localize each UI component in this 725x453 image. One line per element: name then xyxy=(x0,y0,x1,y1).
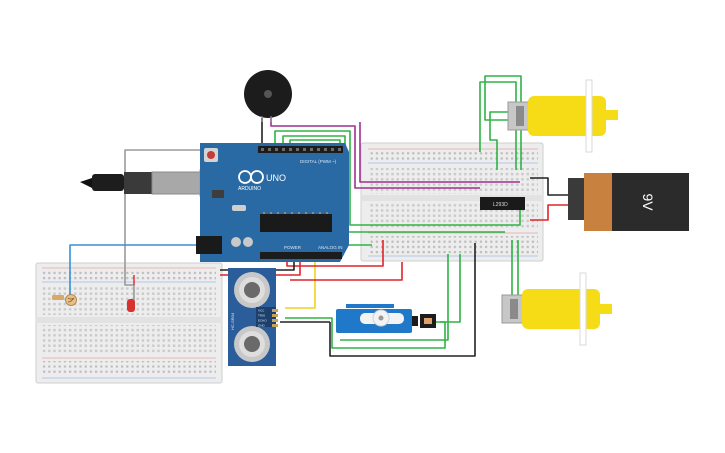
wire-green-2 xyxy=(282,135,505,233)
wire-blue xyxy=(69,244,204,300)
ultrasonic-pin-2: ECHO xyxy=(258,319,267,323)
wire-buzzer-magenta xyxy=(270,118,480,189)
wire-battery-black xyxy=(530,177,572,196)
breadboard-left xyxy=(35,262,223,384)
arduino-logo-icon xyxy=(238,170,264,184)
usb-cable xyxy=(80,169,221,197)
dc-motor-top xyxy=(507,79,618,153)
photoresistor xyxy=(52,294,77,306)
arduino-power-label: POWER xyxy=(284,245,302,250)
wire-green-servo xyxy=(440,254,461,323)
servo-motor xyxy=(336,304,436,333)
wires xyxy=(69,75,572,357)
wire-black-servo xyxy=(329,243,476,357)
wire-battery-red xyxy=(530,204,572,221)
arduino-uno: DIGITAL (PWM ~) UNO ARDUINO POWER ANALOG… xyxy=(196,143,349,262)
wire-red-servo xyxy=(290,262,403,281)
arduino-logo-text: ARDUINO xyxy=(238,186,261,192)
wire-green-servo-2 xyxy=(285,317,446,349)
ultrasonic-pin-0: VCC xyxy=(258,309,265,313)
ultrasonic-sensor: VCC TRIG ECHO GND HC-SR04 xyxy=(228,268,278,366)
ultrasonic-pin-3: GND xyxy=(258,324,266,328)
wire-green-1 xyxy=(274,130,521,226)
motor-driver-label: L293D xyxy=(493,202,508,208)
battery-9v: 9V xyxy=(568,173,689,231)
arduino-analog-label: ANALOG IN xyxy=(318,245,343,250)
wire-gray xyxy=(124,149,226,163)
motor-driver-chip: L293D xyxy=(480,197,525,210)
arduino-digital-label: DIGITAL (PWM ~) xyxy=(300,159,337,164)
wire-gray-down xyxy=(124,163,135,300)
arduino-brand: UNO xyxy=(266,173,286,183)
led-red xyxy=(127,299,135,312)
wire-green-motor-top-1 xyxy=(489,111,508,170)
wire-green-servo-3 xyxy=(340,254,449,341)
ultrasonic-pin-1: TRIG xyxy=(258,314,266,318)
dc-motor-bottom xyxy=(501,272,612,346)
buzzer xyxy=(244,70,292,122)
ultrasonic-label: HC-SR04 xyxy=(230,312,235,330)
battery-label: 9V xyxy=(640,193,656,211)
wire-magenta-2 xyxy=(359,122,520,183)
